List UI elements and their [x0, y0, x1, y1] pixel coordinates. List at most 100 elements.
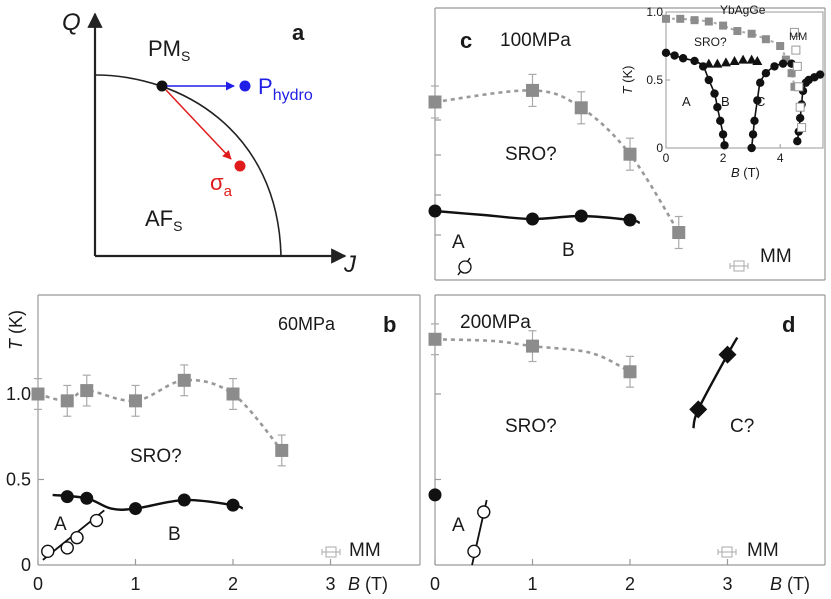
- inset-sro-point: [733, 27, 742, 36]
- inset-phase-a-point: [710, 89, 719, 98]
- x-axis-label-var: B: [770, 574, 782, 594]
- sigma-label: σa: [210, 170, 233, 200]
- sro-point: [428, 332, 442, 346]
- inset-y-axis-label: T (K): [620, 66, 635, 95]
- inset-phase-c-point: [747, 143, 756, 153]
- sigma-point: [234, 160, 246, 172]
- phase-b-point: [129, 502, 142, 516]
- y-tick-label: 0: [21, 555, 31, 575]
- inset-phase-a-point: [698, 62, 708, 71]
- sigma-arrow: [165, 89, 232, 160]
- inset-phase-c-point: [756, 78, 765, 87]
- phase-b-point: [574, 209, 588, 223]
- panel-label: d: [782, 312, 795, 337]
- inset-phase-c-point: [761, 69, 771, 78]
- state-point: [156, 80, 168, 92]
- inset-b-label: B: [721, 94, 730, 109]
- phase-boundary: [94, 74, 282, 257]
- inset-sro-label: SRO?: [694, 35, 727, 49]
- inset-mm-point: [794, 82, 804, 92]
- phase-b-point: [526, 212, 539, 226]
- phase-b-point: [226, 498, 240, 512]
- x-tick-label: 2: [625, 574, 635, 594]
- sro-label: SRO?: [505, 144, 557, 165]
- inset-x-axis-label-unit: (T): [740, 165, 760, 180]
- inset-sro-point: [719, 21, 728, 30]
- sro-point: [526, 339, 539, 353]
- sro-point: [526, 83, 539, 97]
- y-axis-label: T (K): [6, 310, 26, 350]
- phase-c-curve: [692, 336, 739, 429]
- inset-phase-a-point: [670, 51, 679, 60]
- inset-phase-a-point: [690, 56, 699, 66]
- x-axis-label: B (T): [348, 574, 388, 594]
- inset-phase-a-point: [661, 48, 671, 57]
- inset-mm-label: MM: [789, 31, 807, 43]
- inset-sro-point: [761, 35, 770, 44]
- pressure-label: 200MPa: [460, 312, 531, 333]
- inset-y-axis-label-var: T: [620, 85, 635, 94]
- phase-b-point: [177, 493, 191, 507]
- panel-a: Q J a PMS AFS Phydro σa: [62, 9, 357, 278]
- phase-b-point: [428, 488, 442, 502]
- inset-phase-c-point: [753, 96, 762, 105]
- phase-a-point: [477, 505, 491, 519]
- pressure-label: 60MPa: [278, 314, 336, 334]
- inset-phase-c2-point: [815, 70, 825, 79]
- inset-sro-point: [787, 69, 796, 78]
- phase-b-point: [60, 490, 74, 504]
- phase-a-point: [70, 530, 84, 545]
- phydro-label: Phydro: [258, 74, 313, 104]
- inset-phase-c-point: [748, 130, 758, 139]
- inset-sro-point: [690, 16, 699, 25]
- x-tick-label: 0: [430, 574, 440, 594]
- sro-point: [672, 226, 686, 239]
- panel-label: c: [460, 28, 472, 53]
- inset-triangle-point: [712, 58, 723, 68]
- sro-curve: [434, 89, 680, 234]
- phase-c-point: [689, 400, 708, 419]
- sro-point: [129, 394, 142, 408]
- y-tick-label: 0.5: [6, 470, 31, 490]
- j-axis-label: J: [343, 251, 357, 278]
- sro-label: SRO?: [505, 416, 557, 437]
- phase-b-label: B: [168, 524, 181, 545]
- inset-triangle-point: [752, 55, 763, 65]
- inset-phase-c-point: [770, 62, 779, 71]
- phase-a-point: [467, 544, 481, 559]
- phase-a-label: A: [452, 515, 465, 536]
- sro-point: [275, 443, 289, 457]
- phase-a-point: [60, 541, 74, 555]
- x-tick-label: 3: [722, 574, 732, 594]
- phase-c-point: [718, 345, 737, 364]
- inset-phase-c2-point: [795, 113, 805, 123]
- inset-sro-point: [662, 14, 670, 23]
- inset-mm-point: [789, 27, 799, 37]
- af-label: AFS: [145, 206, 182, 234]
- inset-phase-c-point: [750, 116, 759, 126]
- sro-point: [428, 95, 442, 109]
- phase-b-point: [428, 204, 442, 218]
- inset-phase-c2-point: [793, 137, 802, 146]
- sro-point: [623, 147, 637, 161]
- inset-sro-point: [747, 29, 756, 38]
- y-tick-label: 1.0: [6, 384, 31, 404]
- x-axis-label-unit: (T): [782, 574, 810, 594]
- inset-triangle-point: [738, 54, 749, 64]
- sro-point: [60, 394, 74, 408]
- inset-x-tick-label: 2: [720, 151, 727, 165]
- inset-phase-a-point: [713, 103, 722, 112]
- inset-sro-point: [676, 14, 685, 23]
- y-axis-label-unit: (K): [6, 310, 26, 339]
- panel-label: b: [383, 312, 396, 337]
- phase-a-label: A: [54, 514, 67, 535]
- inset-mm-point: [795, 102, 805, 112]
- x-axis-label-unit: (T): [360, 574, 388, 594]
- x-tick-label: 0: [33, 574, 43, 594]
- phase-c-label: C?: [730, 416, 754, 437]
- inset-sro-point: [781, 55, 790, 64]
- inset-y-axis-label-unit: (K): [620, 66, 635, 87]
- inset-triangle-point: [703, 58, 714, 68]
